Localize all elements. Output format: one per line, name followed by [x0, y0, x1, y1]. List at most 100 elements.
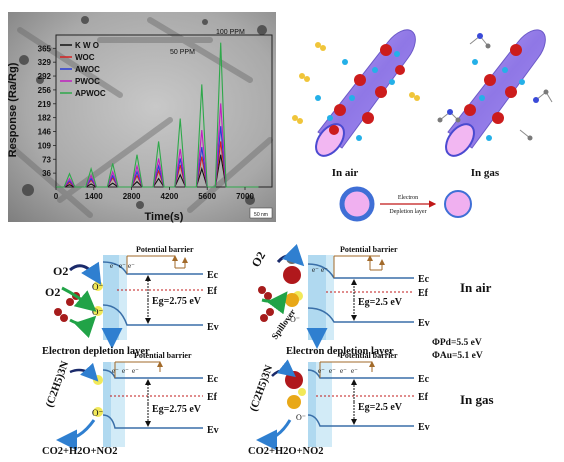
nanorod-body-gas: [447, 29, 546, 149]
ef-label: Ef: [207, 392, 218, 403]
carbon-atom: [437, 117, 443, 123]
carbon-atom: [543, 89, 549, 95]
legend-label-1: WOC: [75, 53, 95, 62]
au-particle: [342, 59, 348, 65]
y-tick-label-9: 365: [38, 44, 52, 53]
ec-label: Ec: [418, 274, 430, 285]
barrier-label: Potential barrier: [134, 351, 192, 360]
depletion-region: [103, 255, 119, 340]
electron-label: e⁻: [132, 367, 139, 375]
band-left-air: O⁻ O⁻ O2 O2 Potential barrier e⁻ e⁻ e⁻ E…: [42, 245, 219, 357]
y-tick-label-7: 292: [38, 72, 52, 81]
x-axis-label: Time(s): [145, 211, 184, 223]
chart-marks: K W OWOCAWOCPWOCAPWOC3673109146182219256…: [38, 41, 259, 201]
pd-particle: [329, 125, 339, 135]
au-particle: [486, 135, 492, 141]
o2-atom: [260, 314, 268, 322]
o2-atom: [258, 286, 266, 294]
pd-particle: [464, 104, 476, 116]
y-tick-label-3: 146: [38, 128, 52, 137]
adsorbed-o-ion: [93, 407, 103, 417]
pd-particle: [283, 266, 301, 284]
pd-particle: [505, 86, 517, 98]
carbon-atom: [485, 43, 491, 49]
o2-molecule: [292, 115, 298, 121]
adsorbed-o-ion: [298, 388, 306, 396]
y-tick-label-5: 219: [38, 100, 52, 109]
electron-label: e⁻: [340, 367, 347, 375]
in-air-label: In air: [460, 280, 492, 295]
nitrogen-atom: [447, 109, 453, 115]
in-air-label: In air: [332, 167, 359, 179]
au-particle: [327, 115, 333, 121]
o2-molecule: [414, 95, 420, 101]
y-tick-label-1: 73: [42, 155, 51, 164]
band-right-gas: O⁻ (C2H5)3N Potential barrier e⁻ e⁻ e⁻ e…: [248, 351, 494, 457]
green-arrow: [261, 291, 288, 315]
pd-particle: [375, 86, 387, 98]
nitrogen-atom: [533, 97, 539, 103]
pd-particle: [334, 104, 346, 116]
x-tick-label-0: 0: [54, 192, 59, 201]
x-tick-label-5: 7000: [236, 192, 254, 201]
depletion-label: Electron depletion layer: [286, 346, 394, 357]
ef-label: Ef: [418, 392, 429, 403]
ev-label: Ev: [207, 425, 219, 436]
ev-band-curve: [307, 414, 414, 427]
o2-atom: [66, 298, 74, 306]
barrier-label: Potential barrier: [340, 351, 398, 360]
ev-label: Ev: [418, 318, 430, 329]
legend-label-0: K W O: [75, 41, 99, 50]
electron-label: e⁻: [329, 367, 336, 375]
pd-particle: [380, 44, 392, 56]
green-arrow-2: [69, 315, 97, 339]
annotation-50ppm: 50 PPM: [170, 49, 195, 56]
x-tick-label-4: 5600: [198, 192, 216, 201]
o2-top-label: O2: [53, 264, 68, 278]
electron-label: e⁻: [321, 266, 328, 274]
y-tick-label-8: 329: [38, 58, 52, 67]
o-ion-label: O⁻: [296, 413, 306, 422]
nanorod-in-gas: In gas: [437, 29, 553, 179]
o2-atom: [54, 308, 62, 316]
o2-molecule: [299, 73, 305, 79]
eg-label: Eg=2.75 eV: [152, 296, 202, 307]
ev-band-curve: [102, 414, 203, 429]
legend-depletion-label: Depletion layer: [389, 209, 426, 215]
electron-label: e⁻: [110, 262, 117, 270]
green-arrow: [61, 286, 97, 312]
tea-arrow: [271, 359, 296, 378]
au-particle: [394, 51, 400, 57]
release-arrow: [256, 419, 292, 451]
y-tick-label-0: 36: [42, 169, 51, 178]
adsorption-arrow: [69, 261, 102, 286]
ef-label: Ef: [418, 288, 429, 299]
scalebar-box: [249, 207, 273, 219]
au-work-function: ΦAu=5.1 eV: [432, 351, 483, 361]
o2-molecule: [304, 76, 310, 82]
electron-label: e⁻: [112, 367, 119, 375]
electron-label: e⁻: [122, 367, 129, 375]
nanorod-in-air: In air: [292, 29, 420, 179]
pd-particle: [362, 112, 374, 124]
thick-depletion-circle: [339, 186, 375, 222]
au-particle: [356, 135, 362, 141]
au-particle: [519, 79, 525, 85]
products-label: CO2+H2O+NO2: [248, 446, 324, 457]
eg-label: Eg=2.5 eV: [358, 297, 403, 308]
series-line-4: [56, 42, 259, 188]
o2-atom: [264, 292, 272, 300]
au-particle: [502, 67, 508, 73]
pd-particle: [395, 65, 405, 75]
tea-arrow: [69, 362, 99, 382]
depletion-region: [308, 362, 316, 447]
legend-label-4: APWOC: [75, 89, 106, 98]
pd-particle: [510, 44, 522, 56]
o-ion-bottom-label: O⁻: [92, 307, 103, 317]
bulk-region: [326, 255, 334, 340]
electron-label: e⁻: [312, 266, 319, 274]
o2-atom: [60, 314, 68, 322]
au-particle: [479, 95, 485, 101]
nanorod-end-gas: [445, 123, 475, 157]
au-particle: [285, 293, 299, 307]
